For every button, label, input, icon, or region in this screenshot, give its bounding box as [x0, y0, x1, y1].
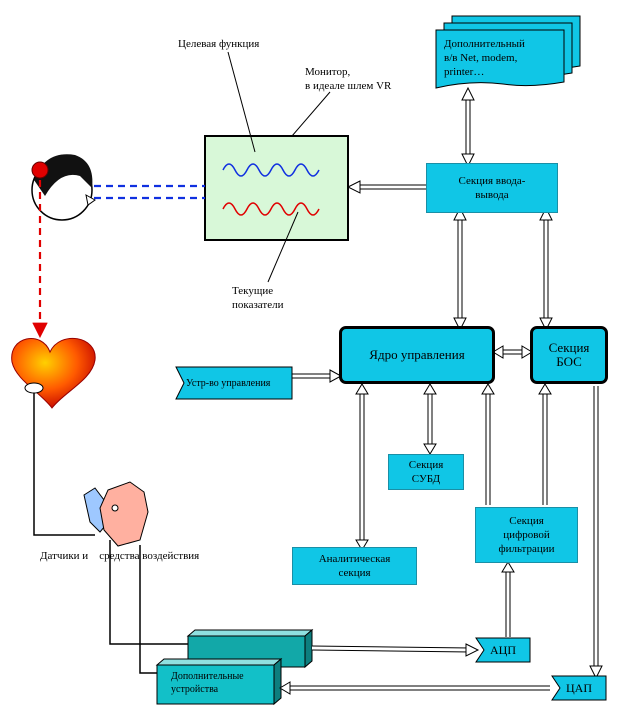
- dac-label: ЦАП: [566, 681, 592, 695]
- dbms-section-line-1: Секция: [408, 459, 444, 471]
- dbms-section: Секция СУБД: [388, 454, 464, 490]
- connection-arrows: [285, 96, 599, 691]
- digital-filter-section: Секция цифровой фильтрации: [475, 507, 578, 563]
- control-device-label: Устр-во управления: [186, 378, 271, 389]
- hands-icon: [83, 481, 149, 547]
- adc-shape: [475, 637, 531, 663]
- monitor-caption-1: Монитор,: [305, 66, 351, 78]
- control-core-label: Ядро управления: [369, 347, 465, 362]
- digital-filter-line-2: цифровой: [503, 529, 550, 541]
- analytic-section-line-1: Аналитическая: [318, 553, 391, 565]
- bos-section-line-1: Секция: [548, 340, 590, 355]
- control-device-shape: [175, 366, 293, 400]
- extra-devices-top-line-1: Дополнительный: [444, 38, 525, 50]
- analytic-section-line-2: секция: [338, 567, 371, 579]
- extra-devices-bottom-line-2: устройства: [171, 684, 219, 695]
- heart-icon: [11, 337, 96, 409]
- monitor: [204, 135, 349, 241]
- dbms-section-line-2: СУБД: [411, 473, 441, 485]
- digital-filter-line-1: Секция: [509, 515, 544, 527]
- head-icon: [31, 154, 96, 221]
- adc-label: АЦП: [490, 643, 516, 657]
- arrow-heads: [279, 86, 603, 695]
- sensors-caption: Датчики и средства воздействия: [40, 550, 200, 562]
- io-section: Секция ввода- вывода: [426, 163, 558, 213]
- io-section-line-2: вывода: [475, 189, 509, 201]
- digital-filter-line-3: фильтрации: [498, 543, 555, 555]
- bos-section-line-2: БОС: [556, 354, 582, 369]
- goal-function-label: Целевая функция: [178, 38, 260, 50]
- dac-shape: [551, 675, 607, 701]
- current-wave: [222, 202, 320, 216]
- device-block-lower: [155, 657, 283, 706]
- bos-section: Секция БОС: [530, 326, 608, 384]
- target-wave: [222, 163, 320, 177]
- monitor-caption-2: в идеале шлем VR: [305, 80, 392, 92]
- extra-devices-top-line-2: в/в Net, modem,: [444, 52, 518, 64]
- control-core: Ядро управления: [339, 326, 495, 384]
- current-indicators-label-1: Текущие: [232, 285, 274, 297]
- extra-devices-top-icon: [435, 15, 581, 89]
- analytic-section: Аналитическая секция: [292, 547, 417, 585]
- current-indicators-label-2: показатели: [232, 299, 284, 311]
- extra-devices-top-line-3: printer…: [444, 66, 485, 78]
- extra-devices-bottom-line-1: Дополнительные: [171, 671, 244, 682]
- io-section-line-1: Секция ввода-: [458, 175, 526, 187]
